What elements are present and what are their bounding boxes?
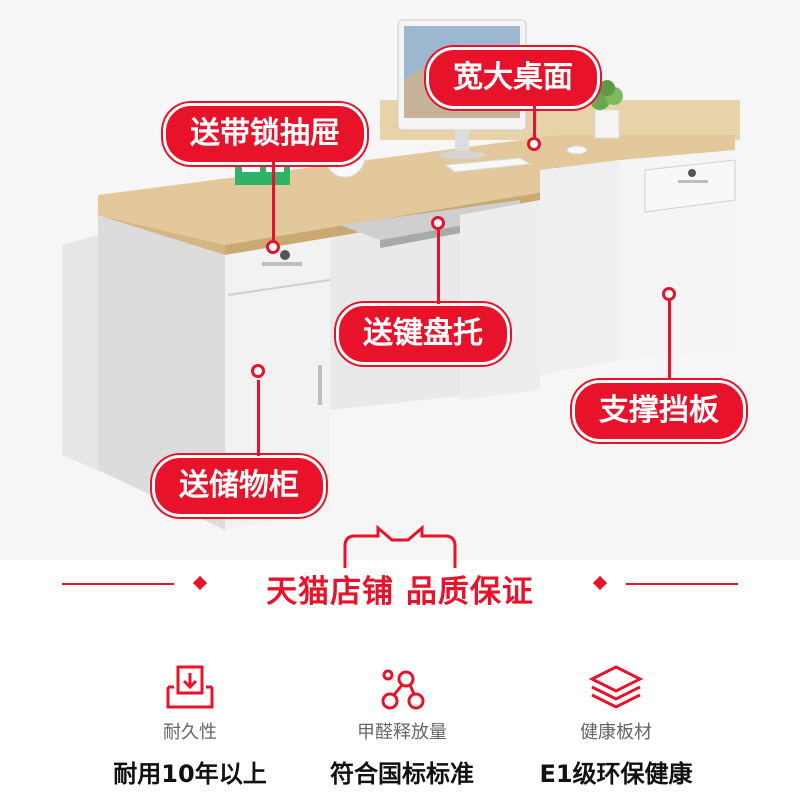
- divider-right: [626, 583, 738, 585]
- guarantee-title: 天猫店铺 品质保证: [266, 574, 534, 610]
- marker-storage-cabinet: [251, 364, 265, 378]
- leader-desktop: [533, 106, 536, 140]
- download-tray-icon: [166, 665, 214, 709]
- callout-support-panel: 支撑挡板: [572, 380, 746, 442]
- marker-keyboard-tray: [431, 216, 445, 230]
- leader-support-panel: [668, 300, 671, 380]
- feature-formaldehyde-main: 符合国标标准: [330, 760, 474, 788]
- molecule-icon: [381, 669, 425, 710]
- feature-healthy-board: 健康板材 E1级环保健康: [506, 660, 726, 789]
- marker-support-panel: [662, 287, 676, 301]
- desk-illustration: [62, 19, 740, 530]
- leader-storage-cabinet: [257, 380, 260, 456]
- callout-desktop: 宽大桌面: [426, 47, 600, 109]
- layers-icon: [588, 665, 644, 709]
- feature-durability-sub: 耐久性: [163, 722, 217, 743]
- callout-storage-cabinet: 送储物柜: [152, 455, 326, 517]
- feature-formaldehyde-sub: 甲醛释放量: [357, 722, 447, 743]
- feature-durability: 耐久性 耐用10年以上: [80, 660, 300, 789]
- leader-lock-drawer: [272, 162, 275, 242]
- callout-keyboard-tray: 送键盘托: [336, 303, 510, 365]
- feature-healthy-board-sub: 健康板材: [580, 722, 652, 743]
- marker-lock-drawer: [266, 240, 280, 254]
- callout-lock-drawer: 送带锁抽屉: [163, 103, 367, 165]
- feature-healthy-board-main: E1级环保健康: [539, 760, 693, 788]
- feature-durability-main: 耐用10年以上: [113, 760, 267, 788]
- tmall-banner-frame: [343, 524, 457, 568]
- marker-desktop: [527, 137, 541, 151]
- leader-keyboard-tray: [437, 228, 440, 304]
- feature-formaldehyde: 甲醛释放量 符合国标标准: [292, 660, 512, 789]
- divider-left: [62, 583, 174, 585]
- product-scene: 宽大桌面 送带锁抽屉 送键盘托 支撑挡板 送储物柜: [62, 19, 746, 530]
